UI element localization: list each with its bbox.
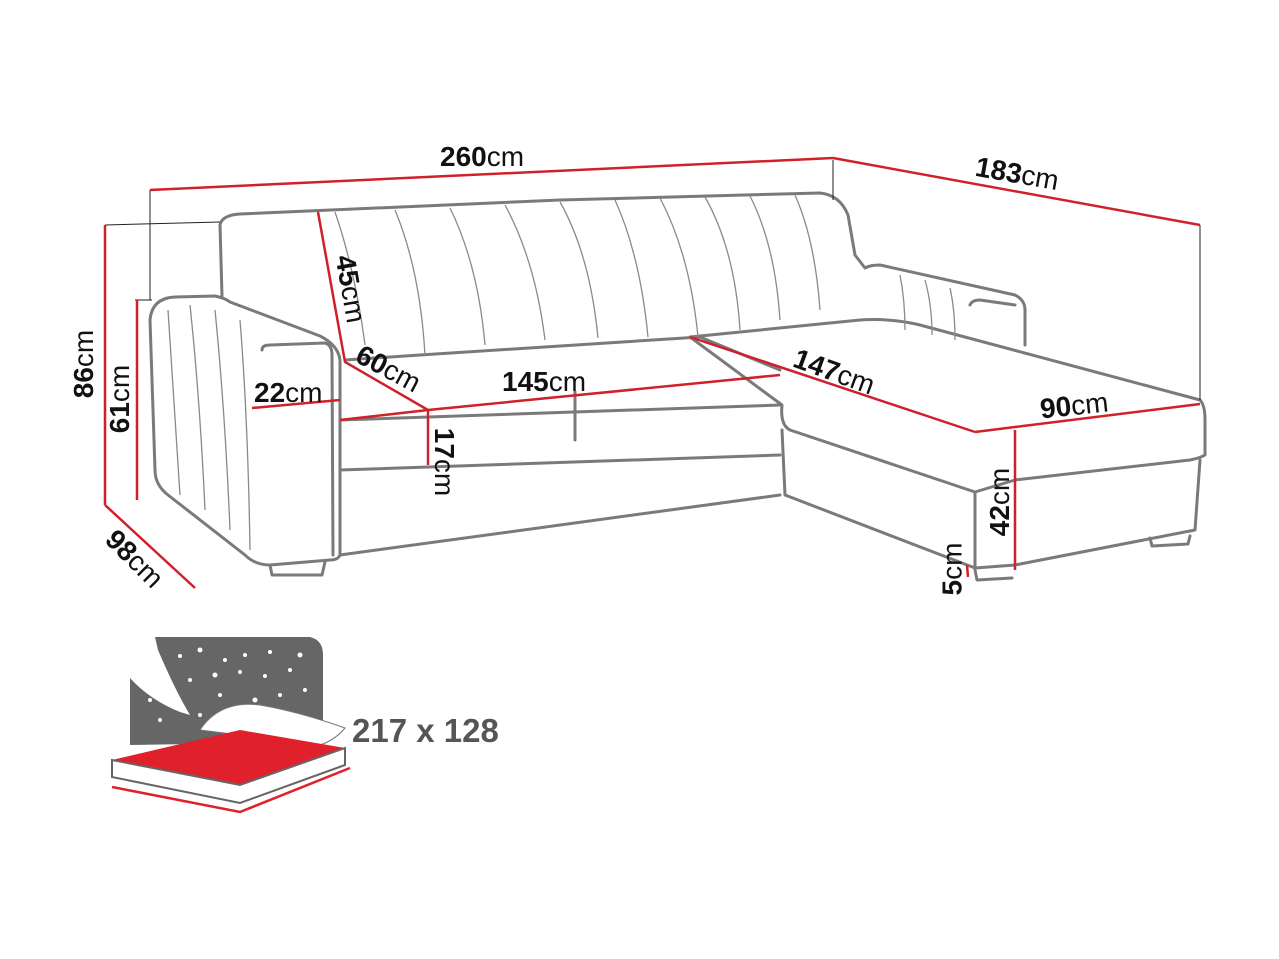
armrest-width-label: 22cm xyxy=(254,377,323,408)
cushion-thickness-label: 17cm xyxy=(429,427,461,497)
seat-height-label: 42cm xyxy=(984,467,1016,537)
chaise-width-label: 90cm xyxy=(1038,386,1110,425)
sleeping-area-label: 217 x 128 xyxy=(352,712,499,749)
bed-night-icon xyxy=(111,637,351,814)
sofa-outline xyxy=(148,191,1207,582)
backrest-channels xyxy=(167,194,956,551)
total-height-label: 86cm xyxy=(68,329,100,399)
extension-lines xyxy=(104,160,1201,400)
total-width-label: 260cm xyxy=(440,141,525,172)
dimension-lines xyxy=(103,156,1201,589)
leg-height-label: 5cm xyxy=(936,542,968,596)
seat-width-label: 145cm xyxy=(502,366,587,397)
armrest-height-label: 61cm xyxy=(104,364,136,434)
